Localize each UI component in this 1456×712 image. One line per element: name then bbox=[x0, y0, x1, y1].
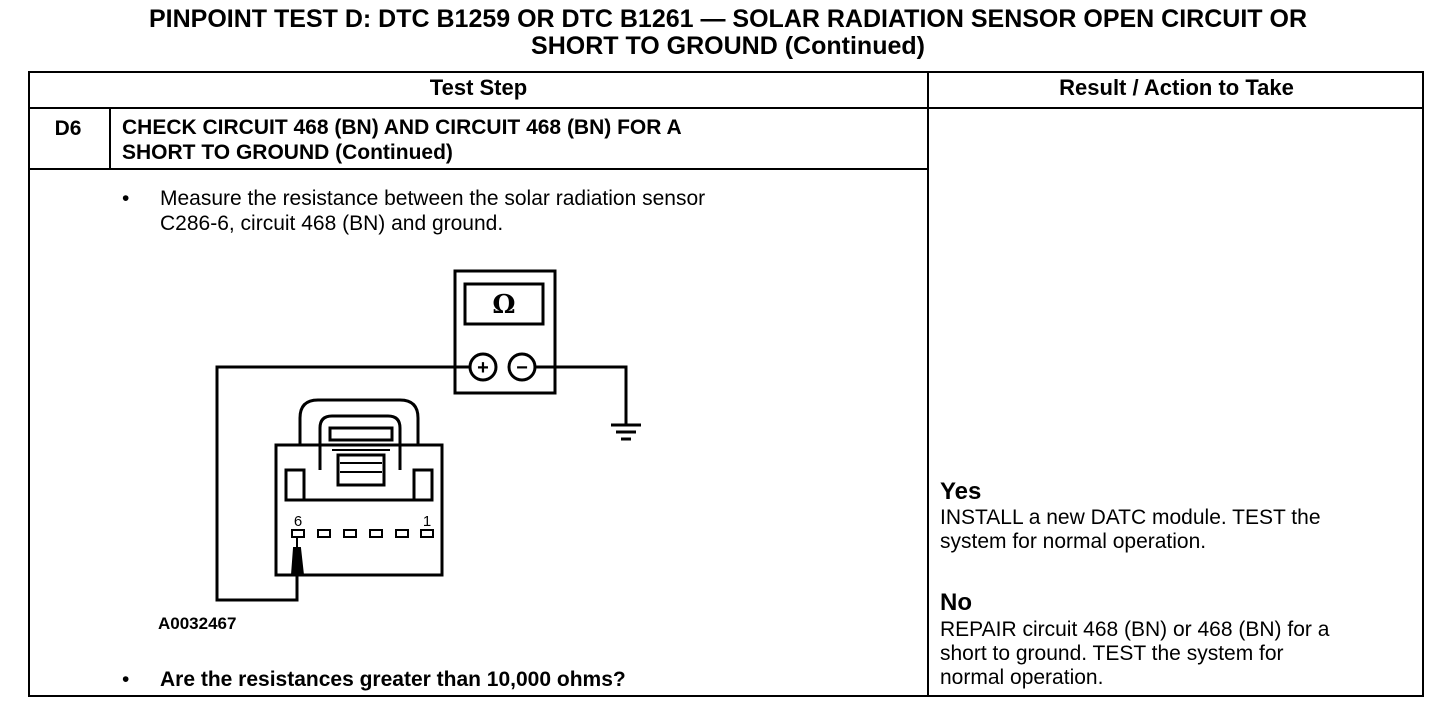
instruction-item: • Measure the resistance between the sol… bbox=[122, 186, 920, 236]
connector-latch-inner bbox=[318, 414, 402, 470]
question-item: • Are the resistances greater than 10,00… bbox=[122, 667, 920, 692]
pin-label-6: 6 bbox=[294, 513, 302, 530]
question-text: Are the resistances greater than 10,000 … bbox=[160, 668, 626, 691]
page-title: PINPOINT TEST D: DTC B1259 OR DTC B1261 … bbox=[0, 6, 1456, 60]
test-probe bbox=[290, 547, 305, 576]
bullet-dot: • bbox=[122, 668, 130, 691]
latch-window bbox=[328, 426, 394, 442]
connector-latch-outer bbox=[298, 398, 420, 445]
result-yes-label: Yes bbox=[940, 478, 982, 505]
instruction-line-2: C286-6, circuit 468 (BN) and ground. bbox=[160, 212, 504, 235]
column-header-test-step: Test Step bbox=[429, 75, 528, 100]
positive-sign: + bbox=[477, 357, 489, 379]
negative-lead bbox=[535, 365, 628, 424]
column-header-result: Result / Action to Take bbox=[1059, 75, 1294, 100]
ohmmeter-body bbox=[453, 269, 557, 395]
step-id: D6 bbox=[54, 117, 82, 140]
instruction-line-1: Measure the resistance between the solar… bbox=[160, 187, 706, 210]
result-yes-action: INSTALL a new DATC module. TEST the syst… bbox=[940, 506, 1420, 554]
result-yes-line-1: INSTALL a new DATC module. TEST the bbox=[940, 506, 1321, 529]
pin-cavity-2 bbox=[395, 529, 409, 538]
title-line-2: SHORT TO GROUND (Continued) bbox=[531, 32, 925, 60]
right-lock-tab bbox=[412, 468, 434, 502]
left-lock-tab bbox=[284, 468, 306, 502]
pin-cavity-5 bbox=[317, 529, 331, 538]
result-no-action: REPAIR circuit 468 (BN) or 468 (BN) for … bbox=[940, 618, 1420, 690]
pin-cavity-1 bbox=[420, 529, 434, 538]
pin-label-1: 1 bbox=[423, 513, 431, 530]
step-title-line-2: SHORT TO GROUND (Continued) bbox=[122, 141, 453, 164]
pin-cavity-6 bbox=[291, 529, 305, 538]
result-no-line-2: short to ground. TEST the system for bbox=[940, 642, 1284, 665]
connector-housing bbox=[274, 443, 444, 577]
positive-lead bbox=[215, 365, 470, 602]
ohm-symbol: Ω bbox=[492, 290, 515, 320]
step-title: CHECK CIRCUIT 468 (BN) AND CIRCUIT 468 (… bbox=[122, 115, 902, 165]
pin-cavity-4 bbox=[343, 529, 357, 538]
figure-id: A0032467 bbox=[158, 614, 237, 633]
latch-slot bbox=[336, 453, 386, 487]
step-id-divider bbox=[109, 107, 111, 169]
test-table bbox=[28, 71, 1424, 697]
step-title-rule bbox=[28, 168, 928, 170]
negative-sign: − bbox=[516, 357, 528, 379]
title-line-1: PINPOINT TEST D: DTC B1259 OR DTC B1261 … bbox=[148, 5, 1307, 33]
result-no-line-3: normal operation. bbox=[940, 666, 1104, 689]
column-divider bbox=[927, 71, 929, 697]
result-yes-line-2: system for normal operation. bbox=[940, 530, 1207, 553]
bullet-dot: • bbox=[122, 187, 130, 210]
ohmmeter-display bbox=[463, 282, 545, 326]
header-rule bbox=[28, 107, 1424, 109]
step-title-line-1: CHECK CIRCUIT 468 (BN) AND CIRCUIT 468 (… bbox=[122, 116, 682, 139]
result-no-label: No bbox=[940, 589, 972, 616]
pin-cavity-3 bbox=[369, 529, 383, 538]
result-no-line-1: REPAIR circuit 468 (BN) or 468 (BN) for … bbox=[940, 618, 1330, 641]
